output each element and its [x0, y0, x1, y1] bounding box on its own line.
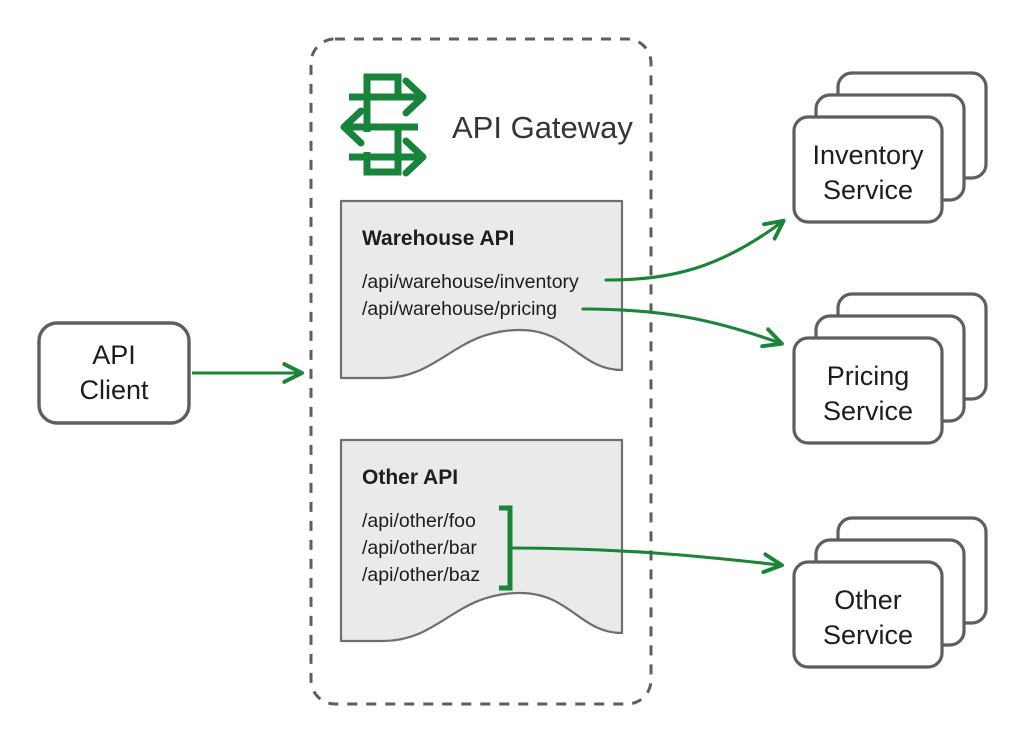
other-api-shape: [339, 438, 624, 643]
api-client-label-line1: API: [92, 340, 136, 370]
arrow-pricing-path-to-pricing-service: [581, 307, 780, 343]
api-client-box: [37, 321, 191, 425]
pricing-service-node[interactable]: Pricing Service: [792, 292, 988, 445]
pricing-service-card-front: [792, 336, 944, 445]
arrow-other-paths-to-other-service: [508, 546, 780, 565]
warehouse-api-document[interactable]: Warehouse API /api/warehouse/inventory /…: [339, 199, 624, 380]
pricing-service-label-line2: Service: [823, 396, 913, 426]
gateway-title: API Gateway: [452, 110, 633, 145]
other-api-path-1: /api/other/bar: [362, 537, 477, 559]
gateway-dashed-border: [309, 37, 653, 706]
other-api-path-0: /api/other/foo: [362, 510, 476, 532]
api-gateway-icon: [340, 73, 427, 177]
api-client-label-line2: Client: [79, 375, 149, 405]
api-client-node[interactable]: API Client: [37, 321, 191, 425]
inventory-service-label-line1: Inventory: [812, 140, 924, 170]
warehouse-api-title: Warehouse API: [362, 227, 514, 250]
other-service-card-front: [792, 560, 944, 669]
pricing-service-label-line1: Pricing: [827, 361, 910, 391]
other-service-label-line1: Other: [834, 585, 902, 615]
inventory-service-label-line2: Service: [823, 175, 913, 205]
other-api-document[interactable]: Other API /api/other/foo /api/other/bar …: [339, 438, 624, 643]
gateway-container: [309, 37, 653, 706]
other-api-title: Other API: [362, 466, 458, 489]
other-api-path-2: /api/other/baz: [362, 564, 480, 586]
warehouse-api-path-0: /api/warehouse/inventory: [362, 271, 579, 293]
warehouse-api-shape: [339, 199, 624, 380]
other-service-node[interactable]: Other Service: [792, 516, 988, 669]
inventory-service-node[interactable]: Inventory Service: [792, 71, 988, 224]
other-service-label-line2: Service: [823, 620, 913, 650]
inventory-service-card-front: [792, 115, 944, 224]
arrow-inventory-path-to-inventory-service: [604, 222, 782, 282]
warehouse-api-path-1: /api/warehouse/pricing: [362, 298, 557, 320]
